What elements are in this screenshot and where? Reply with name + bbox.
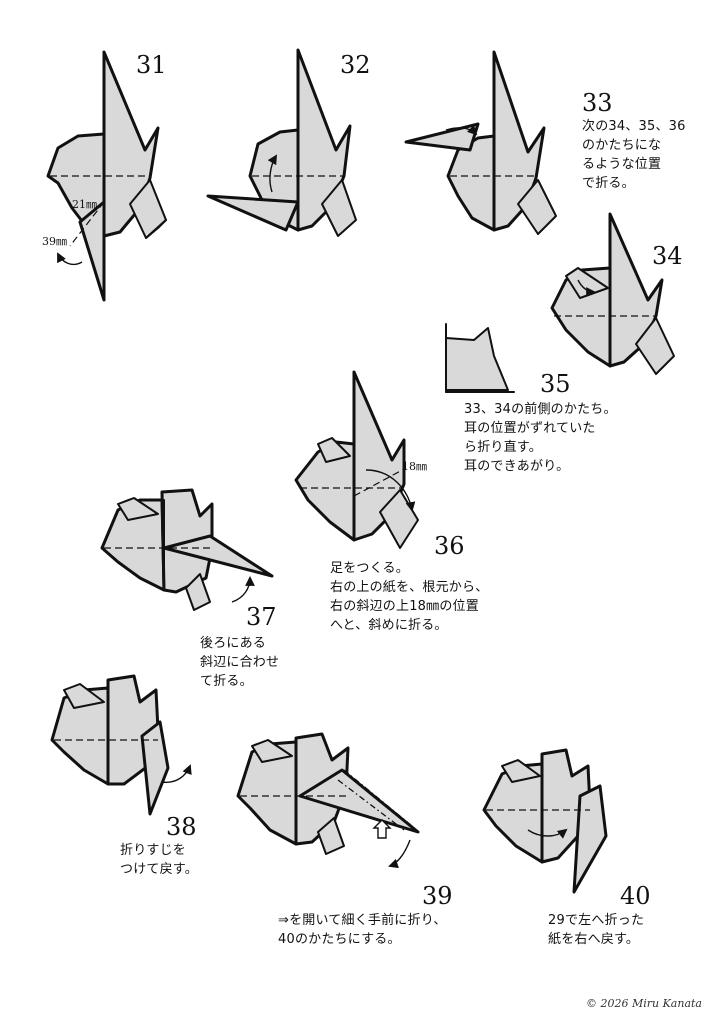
step-33-number: 33	[582, 89, 613, 117]
step-35-diagram	[445, 323, 515, 393]
step-39-number: 39	[422, 882, 453, 910]
step-40-leg-flap	[572, 784, 608, 894]
step-34-leg	[635, 317, 675, 375]
step-37-leg-flap	[162, 534, 274, 578]
step-32-fold-arrow	[267, 154, 278, 193]
step-33-leg	[517, 179, 557, 235]
step-31-fold-arrow	[57, 252, 83, 266]
step-39-ear	[251, 739, 293, 763]
step-32-number: 32	[340, 51, 371, 79]
step-38-fold-arrow	[161, 764, 192, 783]
step-32-leg	[321, 179, 357, 237]
step-34-number: 34	[652, 242, 683, 270]
measurement-39mm: 39㎜	[42, 235, 67, 248]
step-31-diagram	[46, 50, 167, 302]
step-31-number: 31	[136, 51, 167, 79]
step-33-body	[446, 134, 496, 232]
step-33-ear-flap	[404, 122, 480, 152]
measurement-21mm: 21㎜	[72, 198, 97, 211]
step-33-fold-arrow	[445, 124, 478, 136]
step-38-instruction: 折りすじを つけて戻す。	[120, 843, 198, 877]
step-33-instruction: 次の34、35、36 のかたちにな るような位置 で折る。	[582, 119, 686, 191]
step-39-fold-arrow	[388, 839, 411, 869]
step-35-number: 35	[540, 370, 571, 398]
open-arrow-icon	[372, 819, 392, 839]
step-34-fold-arrow	[577, 279, 596, 297]
step-32-diagram	[206, 48, 357, 237]
step-39-diagram	[236, 732, 420, 869]
step-37-fold-arrow	[231, 576, 255, 603]
step-38-number: 38	[166, 813, 197, 841]
step-38-ear	[63, 683, 105, 709]
step-37-instruction: 後ろにある 斜辺に合わせ て折る。	[200, 636, 280, 689]
step-36-fold-arrow	[365, 469, 416, 512]
step-35-front-shape	[445, 327, 509, 391]
step-39-leg-flap	[298, 768, 420, 834]
step-37-ear	[117, 497, 159, 521]
step-40-number: 40	[620, 882, 651, 910]
step-36-diagram	[294, 370, 419, 549]
copyright: © 2026 Miru Kanata	[585, 997, 702, 1010]
step-38-diagram	[50, 674, 192, 816]
step-36-body	[294, 440, 356, 542]
step-40-fold-arrow	[527, 828, 568, 839]
step-33-diagram	[404, 50, 557, 235]
step-37-number: 37	[246, 603, 277, 631]
step-40-diagram	[482, 748, 608, 894]
step-35-instruction: 33、34の前側のかたち。 耳の位置がずれていた ら折り直す。 耳のできあがり。	[464, 402, 617, 474]
step-39-instruction: ⇒を開いて細く手前に折り、 40のかたちにする。	[278, 913, 447, 947]
step-40-instruction: 29で左へ折った 紙を右へ戻す。	[548, 913, 645, 947]
step-37-diagram	[100, 488, 274, 611]
step-40-ear	[501, 759, 541, 783]
step-32-left-flap	[206, 194, 300, 232]
step-36-number: 36	[434, 532, 465, 560]
step-34-diagram	[550, 212, 675, 375]
step-37-body	[100, 498, 166, 592]
step-36-ear	[317, 437, 351, 463]
step-38-leg-flap	[140, 720, 170, 816]
step-39-leg	[317, 817, 345, 855]
step-34-ear	[565, 267, 609, 299]
step-37-leg	[185, 573, 211, 611]
step-36-instruction: 足をつくる。 右の上の紙を、根元から、 右の斜辺の上18㎜の位置 へと、斜めに折…	[330, 561, 489, 633]
measurement-18mm: 18㎜	[402, 460, 427, 473]
